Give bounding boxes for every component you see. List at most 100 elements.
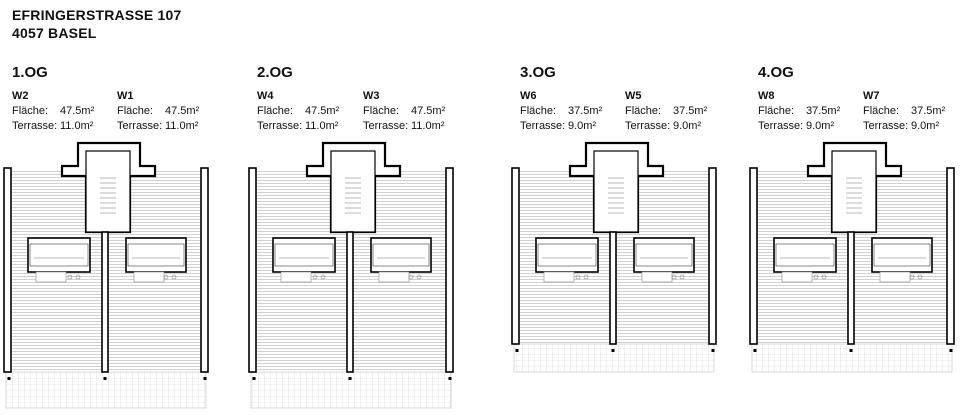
- stair-treads: [345, 177, 361, 214]
- unit-area: Fläche: 37.5m²: [758, 104, 863, 119]
- kitchen-block: [773, 237, 837, 283]
- partition-wall: [847, 231, 855, 345]
- stair-treads: [608, 177, 624, 214]
- unit-terrace: Terrasse:9.0m²: [625, 119, 730, 134]
- kitchen-block: [535, 237, 599, 283]
- unit-area-value: 47.5m²: [165, 105, 200, 117]
- unit-terrace: Terrasse:11.0m²: [257, 119, 362, 134]
- stair-treads: [846, 177, 862, 214]
- unit-terrace-label: Terrasse:: [758, 120, 804, 132]
- unit-area: Fläche: 47.5m²: [12, 104, 117, 119]
- terrace-area: [5, 371, 207, 409]
- unit-terrace: Terrasse:9.0m²: [758, 119, 863, 134]
- unit-name: W5: [625, 90, 642, 102]
- terrace-area: [751, 343, 953, 373]
- terrace-post: [711, 349, 715, 352]
- floor-label: 1.OG: [12, 64, 48, 81]
- unit-terrace-label: Terrasse:: [257, 120, 303, 132]
- unit-terrace-value: 11.0m²: [411, 120, 445, 132]
- kitchen-block: [27, 237, 91, 283]
- kitchen-block: [871, 237, 933, 283]
- unit-terrace-label: Terrasse:: [863, 120, 909, 132]
- wall-right: [445, 167, 454, 373]
- unit-terrace-label: Terrasse:: [117, 120, 163, 132]
- unit-area-value: 37.5m²: [568, 105, 603, 117]
- unit-terrace-value: 9.0m²: [673, 120, 702, 132]
- kitchen-block: [125, 237, 187, 283]
- unit-terrace: Terrasse:9.0m²: [863, 119, 960, 134]
- unit-terrace-value: 9.0m²: [806, 120, 835, 132]
- unit-area: Fläche: 37.5m²: [625, 104, 730, 119]
- unit-area-label: Fläche:: [520, 105, 557, 117]
- terrace-post: [348, 377, 352, 380]
- unit-area-label: Fläche:: [257, 105, 294, 117]
- unit-name: W1: [117, 90, 134, 102]
- terrace-post: [448, 377, 452, 380]
- unit-terrace-label: Terrasse:: [363, 120, 409, 132]
- terrace-post: [7, 377, 11, 380]
- unit-name: W3: [363, 90, 380, 102]
- unit-name: W8: [758, 90, 775, 102]
- unit-terrace: Terrasse:11.0m²: [117, 119, 222, 134]
- unit-area-label: Fläche:: [12, 105, 49, 117]
- floor-label: 2.OG: [257, 64, 293, 81]
- unit-area-label: Fläche:: [625, 105, 662, 117]
- partition-wall: [101, 231, 109, 373]
- wall-left: [749, 167, 758, 345]
- unit-area: Fläche: 47.5m²: [257, 104, 362, 119]
- unit-name: W4: [257, 90, 274, 102]
- terrace-post: [949, 349, 953, 352]
- unit-area-value: 37.5m²: [673, 105, 708, 117]
- unit-area-value: 47.5m²: [305, 105, 340, 117]
- kitchen-block: [633, 237, 695, 283]
- unit-area-value: 37.5m²: [806, 105, 841, 117]
- terrace-post: [103, 377, 107, 380]
- stair-treads: [100, 177, 116, 214]
- unit-terrace: Terrasse:9.0m²: [520, 119, 625, 134]
- unit-terrace-value: 11.0m²: [60, 120, 94, 132]
- terrace-post: [515, 349, 519, 352]
- unit-area: Fläche:37.5m²: [863, 104, 960, 119]
- unit-area: Fläche: 37.5m²: [520, 104, 625, 119]
- unit-area-label: Fläche:: [363, 105, 400, 117]
- wall-right: [946, 167, 955, 345]
- unit-terrace-value: 9.0m²: [568, 120, 597, 132]
- kitchen-block: [272, 237, 336, 283]
- floor-label: 3.OG: [520, 64, 556, 81]
- unit-area: Fläche:47.5m²: [363, 104, 468, 119]
- terrace-area: [513, 343, 715, 373]
- unit-area-label: Fläche:: [758, 105, 795, 117]
- kitchen-block: [370, 237, 432, 283]
- address-city: 4057 BASEL: [12, 25, 97, 41]
- terrace-post: [252, 377, 256, 380]
- floor-label: 4.OG: [758, 64, 794, 81]
- unit-terrace: Terrasse:11.0m²: [363, 119, 468, 134]
- address-street: EFRINGERSTRASSE 107: [12, 7, 182, 23]
- partition-wall: [346, 231, 354, 373]
- unit-name: W7: [863, 90, 880, 102]
- unit-terrace-value: 11.0m²: [305, 120, 339, 132]
- wall-left: [248, 167, 257, 373]
- unit-area-value: 47.5m²: [60, 105, 95, 117]
- unit-terrace-label: Terrasse:: [625, 120, 671, 132]
- terrace-post: [849, 349, 853, 352]
- unit-area-label: Fläche:: [117, 105, 154, 117]
- partition-wall: [609, 231, 617, 345]
- unit-area: Fläche: 47.5m²: [117, 104, 222, 119]
- unit-terrace-value: 9.0m²: [911, 120, 940, 132]
- wall-left: [511, 167, 520, 345]
